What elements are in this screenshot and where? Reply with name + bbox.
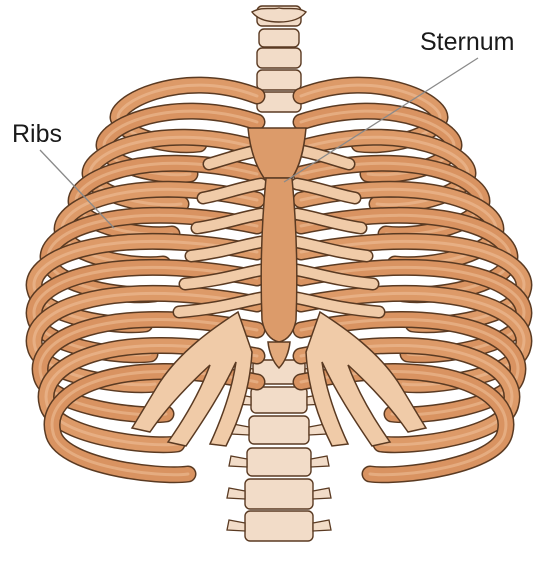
vertebra	[259, 29, 299, 47]
vertebra	[229, 448, 329, 476]
vertebra	[257, 48, 301, 68]
vertebra	[227, 511, 331, 541]
vertebra	[231, 416, 327, 444]
ribs-label: Ribs	[12, 122, 62, 147]
vertebra	[257, 70, 301, 90]
sternum-body	[261, 178, 297, 342]
sternum-label: Sternum	[420, 30, 514, 55]
vertebra	[227, 479, 331, 509]
